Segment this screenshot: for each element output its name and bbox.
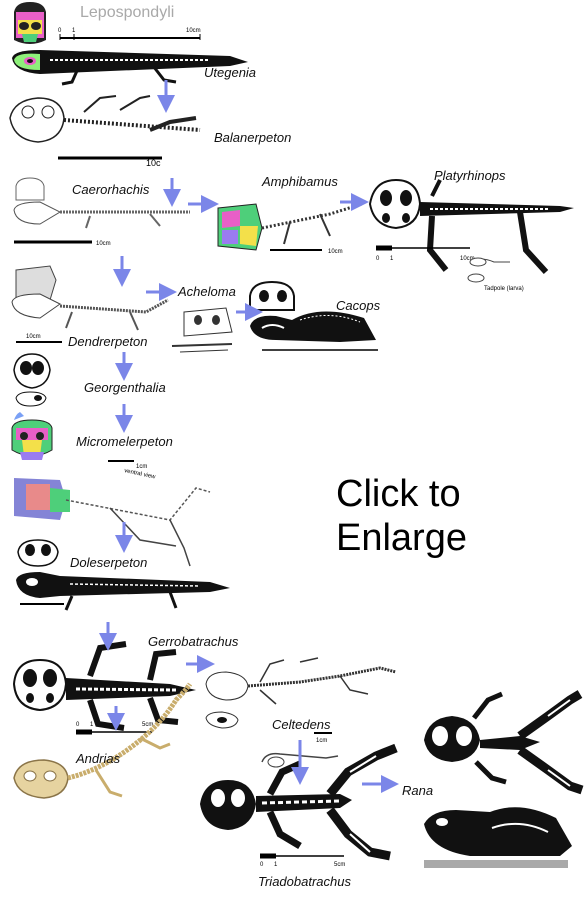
scale-label: 10cm xyxy=(96,241,111,247)
scale-label: 1 xyxy=(90,722,94,728)
taxon-label-utegenia: Utegenia xyxy=(204,65,257,80)
dendrerpeton-skeleton: 10cm xyxy=(11,265,169,343)
scale-label: 10cm xyxy=(186,28,201,34)
lineage-arrows xyxy=(99,80,399,793)
scale-label: 1cm xyxy=(316,738,327,744)
scale-label: 1cm xyxy=(136,464,147,470)
taxon-label-andrias: Andrias xyxy=(76,751,121,766)
micromelerpeton-skull-icon: 1cm xyxy=(11,412,147,470)
acheloma-skeleton xyxy=(171,307,233,353)
enlarge-line-1: Click to xyxy=(336,473,461,515)
taxon-label-amphibamus: Amphibamus xyxy=(262,174,338,189)
taxon-label-rana: Rana xyxy=(402,783,434,798)
taxon-label-platyrhinops: Platyrhinops xyxy=(434,168,506,183)
taxon-label-cacops: Cacops xyxy=(336,298,381,313)
platyrhinops-skeleton: 0 1 10cm Tadpole (larva) xyxy=(368,178,574,292)
scale-label: 0 xyxy=(76,722,80,728)
utegenia-scale-bar: 0 1 10cm xyxy=(58,28,201,40)
scale-label: 1 xyxy=(274,862,278,868)
scale-label: 1 xyxy=(72,28,76,34)
diagram-title: Lepospondyli xyxy=(80,4,175,21)
tadpole-note: Tadpole (larva) xyxy=(484,286,524,292)
enlarge-line-2: Enlarge xyxy=(336,517,467,559)
taxon-label-gerrobatrachus: Gerrobatrachus xyxy=(148,634,239,649)
georgenthalia-skeleton xyxy=(13,353,51,407)
taxon-label-celtedens: Celtedens xyxy=(272,717,331,732)
andrias-skeleton xyxy=(13,682,193,799)
ventral-view-skeleton: ventral view xyxy=(14,468,211,567)
scale-label: 10cm xyxy=(328,249,343,255)
taxon-label-micromelerpeton: Micromelerpeton xyxy=(76,434,173,449)
scale-label: 0 xyxy=(58,28,62,34)
cacops-skeleton xyxy=(249,280,378,351)
amphibamus-skeleton: 10cm xyxy=(217,202,363,255)
scale-label: 10c xyxy=(146,158,161,168)
click-to-enlarge-link[interactable]: Click to Enlarge xyxy=(336,472,467,560)
celtedens-skeleton: 1cm xyxy=(205,657,397,768)
scale-label: 10cm xyxy=(26,334,41,340)
taxon-label-acheloma: Acheloma xyxy=(178,284,236,299)
scale-label: 0 xyxy=(260,862,264,868)
taxon-label-balanerpeton: Balanerpeton xyxy=(214,130,292,145)
taxon-label-dendrerpeton: Dendrerpeton xyxy=(68,334,148,349)
caerorhachis-skeleton: 10cm xyxy=(13,177,190,247)
utegenia-skeleton xyxy=(12,50,248,86)
rana-skeleton xyxy=(424,690,584,868)
scale-label: 0 xyxy=(376,256,380,262)
taxon-label-triadobatrachus: Triadobatrachus xyxy=(258,874,351,889)
scale-label: 5cm xyxy=(142,722,153,728)
triadobatrachus-skeleton: 0 1 5cm xyxy=(200,743,398,868)
utegenia-skull-top-icon xyxy=(14,2,46,44)
scale-label: 1 xyxy=(390,256,394,262)
gerrobatrachus-skeleton: 0 1 5cm xyxy=(12,641,196,735)
taxon-label-doleserpeton: Doleserpeton xyxy=(70,555,148,570)
scale-label: 5cm xyxy=(334,862,345,868)
balanerpeton-skeleton: 10c xyxy=(9,95,201,168)
taxon-label-georgenthalia: Georgenthalia xyxy=(84,380,166,395)
scale-label: 10cm xyxy=(460,256,475,262)
doleserpeton-skeleton xyxy=(16,539,230,611)
taxon-label-caerorhachis: Caerorhachis xyxy=(72,182,150,197)
